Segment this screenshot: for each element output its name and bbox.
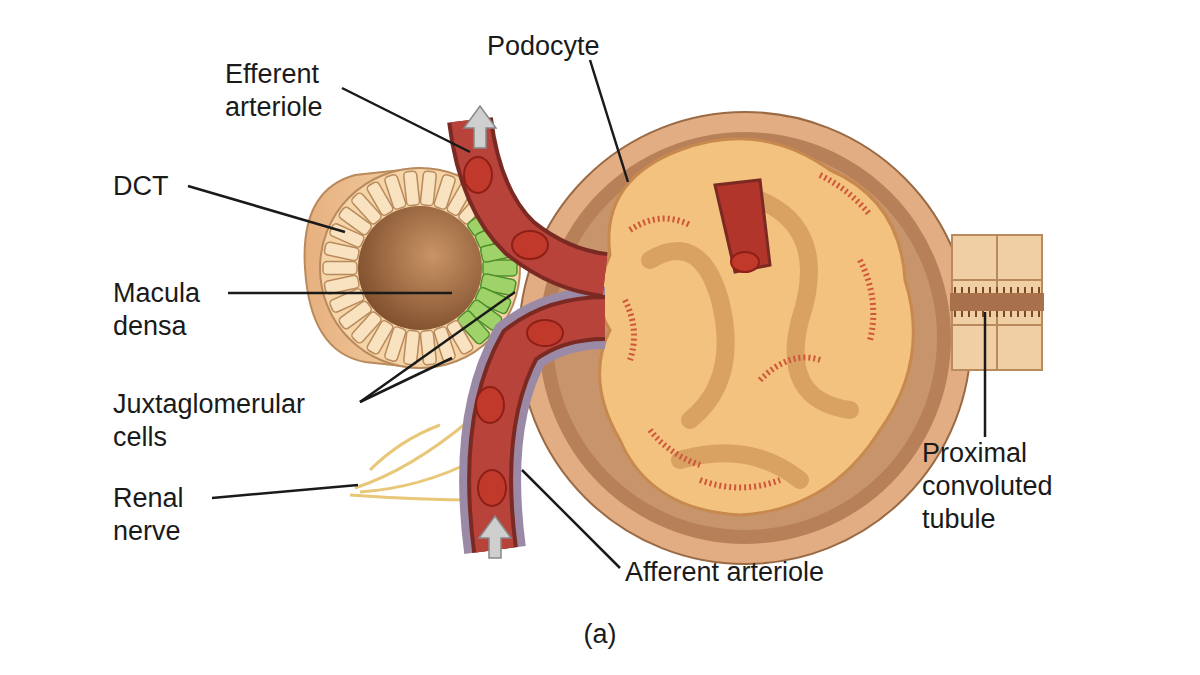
tubule-cell [433, 326, 456, 362]
podocyte-mass [600, 139, 914, 515]
tubule-cell [324, 275, 360, 295]
tubule-cell [997, 325, 1042, 370]
tubule-cell [384, 174, 407, 210]
tubule-lumen [358, 206, 482, 330]
red-blood-cell [512, 231, 548, 259]
vessel-lumen [490, 318, 605, 550]
leader-line [342, 88, 470, 152]
flow-arrow [464, 106, 496, 148]
tubule-cell [420, 171, 436, 206]
red-blood-cell [476, 387, 504, 423]
part-label: Proximal convoluted tubule [922, 437, 1097, 536]
part-label: Efferent arteriole [225, 58, 355, 124]
figure-caption: (a) [500, 618, 700, 651]
leader-line [590, 60, 628, 182]
part-label: Juxtaglomerular cells [113, 388, 353, 454]
leader-line [360, 358, 452, 402]
tubule-cell [323, 262, 357, 275]
tubule-cell [403, 171, 419, 206]
vessel-wall [470, 120, 605, 275]
foot-processes [625, 175, 873, 488]
vessel-lumen [470, 120, 605, 275]
vessel-wall [490, 318, 605, 550]
leader-line [984, 312, 987, 437]
tubule-cell [997, 235, 1042, 280]
leader-line [212, 485, 358, 498]
part-label: Podocyte [487, 30, 667, 63]
part-label: Renal nerve [113, 482, 223, 548]
part-label: Macula densa [113, 277, 238, 343]
leader-line [188, 186, 345, 232]
afferent-arteriole [476, 318, 605, 550]
red-blood-cell [464, 157, 492, 193]
brush-border [955, 287, 1039, 317]
glomerular-capillary [715, 180, 770, 272]
leader-line [360, 292, 515, 402]
leader-line [228, 292, 452, 295]
proximal-tubule [950, 235, 1044, 370]
red-blood-cell [731, 252, 759, 272]
tubule-cell [952, 235, 997, 280]
tubule-cell [952, 325, 997, 370]
flow-arrow [479, 516, 511, 558]
tubule-cell [420, 330, 436, 365]
part-label: Afferent arteriole [625, 556, 905, 589]
red-blood-cell [478, 470, 506, 506]
leader-lines [188, 60, 985, 568]
juxtaglomerular-cell-layer [490, 318, 605, 550]
tubule-lumen [950, 293, 1044, 311]
red-blood-cell [527, 320, 563, 346]
part-label: DCT [113, 170, 233, 203]
leader-line [522, 470, 620, 568]
